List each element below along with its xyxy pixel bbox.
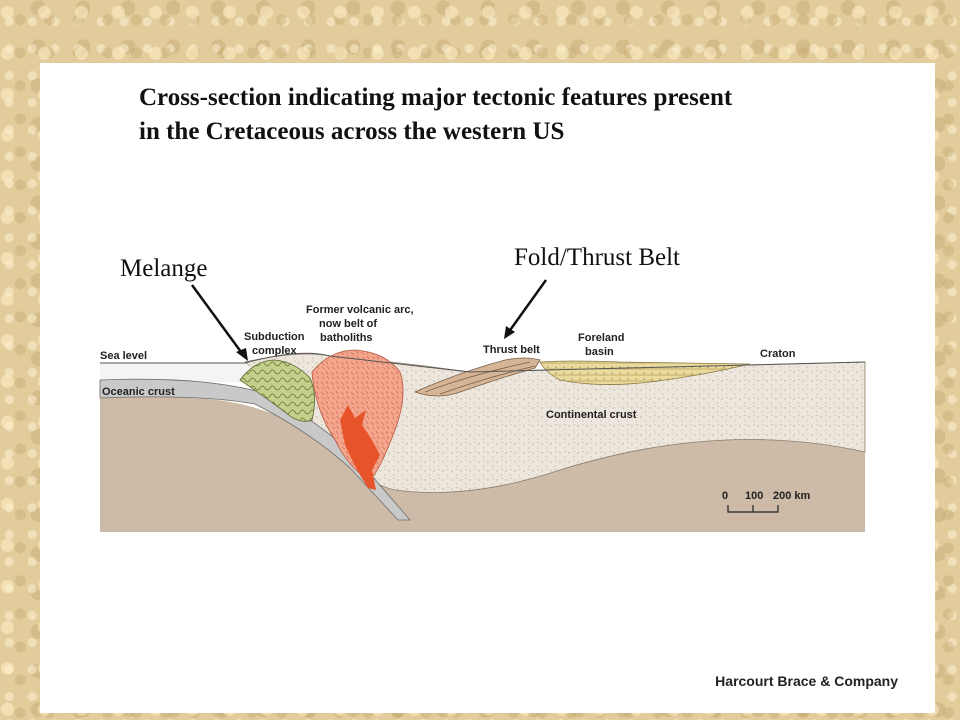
slide-title: Cross-section indicating major tectonic … [139, 81, 919, 149]
batholith-shape [311, 349, 404, 481]
ocean-water [100, 363, 275, 382]
label-craton: Craton [760, 348, 796, 360]
label-sea-level: Sea level [100, 350, 147, 362]
label-foreland-line-2: basin [585, 346, 614, 358]
thrust-arrow-line [506, 279, 548, 334]
mantle-layer [100, 392, 865, 532]
label-arc-line-1: Former volcanic arc, [306, 304, 414, 316]
foreland-basin-fill [539, 360, 751, 385]
subduction-complex-shape [239, 359, 315, 422]
thrust-arrowhead [504, 326, 515, 339]
melange-arrowhead [236, 348, 248, 361]
label-arc-line-2: now belt of [319, 318, 377, 330]
label-subduction-line-2: complex [252, 345, 298, 357]
publisher-credit: Harcourt Brace & Company [715, 673, 898, 689]
scale-tick-100: 100 [745, 490, 763, 502]
oceanic-crust-layer [99, 378, 411, 521]
label-arc-line-3: batholiths [320, 332, 373, 344]
label-foreland-line-1: Foreland [578, 332, 624, 344]
label-subduction-line-1: Subduction [244, 331, 305, 343]
thrust-belt-sheets [413, 357, 541, 397]
title-line-1: Cross-section indicating major tectonic … [139, 84, 733, 111]
label-thrust-belt: Thrust belt [483, 344, 540, 356]
annotation-fold-thrust-belt: Fold/Thrust Belt [514, 244, 680, 271]
magma-roots [340, 405, 380, 490]
scale-tick-200: 200 km [773, 490, 811, 502]
melange-arrow-line [190, 284, 246, 357]
thrust-sheet-line-2 [439, 365, 536, 395]
scale-tick-0: 0 [722, 490, 728, 502]
scale-bar: 0 100 200 km [722, 490, 811, 513]
label-continental-crust: Continental crust [546, 409, 637, 421]
sea-level-line [100, 352, 866, 373]
title-line-2: in the Cretaceous across the western US [139, 118, 565, 145]
thrust-sheet-line-1 [424, 361, 531, 393]
annotation-melange: Melange [120, 255, 207, 282]
label-oceanic-crust: Oceanic crust [102, 386, 175, 398]
